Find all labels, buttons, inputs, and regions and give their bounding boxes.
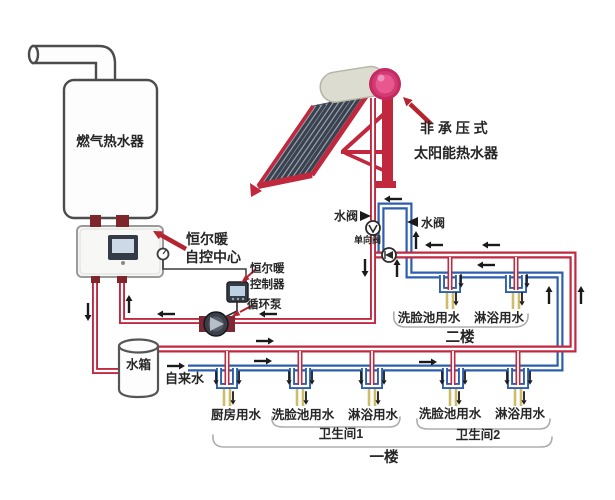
flow-arrow-up (576, 284, 586, 306)
flow-arrow-right (417, 357, 439, 367)
solar-water-heater (250, 65, 401, 197)
pump-label: 循环泵 (246, 297, 282, 311)
control-center-label-1: 恒尔暖 (186, 231, 229, 247)
solar-heater-label-1: 非 承 压 式 (420, 120, 488, 136)
collector-frame (256, 93, 370, 189)
labels: 燃气热水器 恒尔暖 自控中心 恒尔暖 控制器 循环泵 水箱 非 承 压 式 太阳… (76, 120, 545, 466)
flow-arrow-down (83, 301, 93, 323)
controller-label-1: 恒尔暖 (250, 261, 285, 275)
floor1-tap-label: 洗脸池用水 (419, 406, 482, 421)
chimney (31, 44, 117, 83)
flow-arrow-left (382, 194, 404, 204)
gas-heater-label: 燃气热水器 (76, 133, 144, 149)
right-water-valve-label: 水阀 (421, 215, 445, 230)
hot-water-pipes (92, 98, 577, 385)
flow-arrow-up (411, 229, 421, 251)
floor1-tap-label: 洗脸池用水 (272, 407, 335, 422)
bathroom2-brace (416, 418, 551, 430)
water-tank (117, 338, 160, 399)
floor1-label: 一楼 (370, 448, 399, 466)
floor1-brace (212, 434, 553, 448)
controller-pointer (241, 268, 257, 283)
flow-arrow-up (544, 284, 554, 306)
flow-arrow-left (257, 309, 279, 319)
tap-water-label: 自来水 (165, 371, 205, 386)
control-center-label-2: 自控中心 (185, 249, 241, 265)
flow-arrow-right (252, 356, 274, 366)
left-water-valve-icon (365, 220, 381, 236)
annotation-arrows (153, 97, 433, 317)
flow-arrow-left (475, 260, 497, 270)
bathroom1-label: 卫生间1 (319, 426, 364, 441)
bathroom2-label: 卫生间2 (456, 427, 501, 442)
solar-tank (319, 65, 401, 103)
left-water-valve-marker (360, 211, 371, 221)
flow-arrow-right (254, 336, 276, 346)
control-button (121, 261, 125, 265)
chimney-opening (27, 44, 40, 65)
check-valve-label: 单向阀 (354, 234, 381, 245)
circulation-pump (199, 311, 235, 337)
flow-arrow-up (392, 257, 402, 279)
flow-arrow-left (155, 309, 177, 319)
gas-water-heater (27, 44, 159, 220)
solar-stand (341, 95, 396, 188)
valves (360, 211, 418, 263)
bathroom1-brace (271, 416, 401, 428)
control-center-box (76, 215, 247, 283)
flow-arrow-right (165, 361, 187, 371)
tank-label: 水箱 (126, 357, 152, 372)
heater-to-tank-line (92, 280, 121, 374)
flow-arrow-left (480, 240, 502, 250)
controller-label-2: 控制器 (250, 277, 285, 291)
gas-heater-body (62, 78, 159, 220)
floor2-label: 二楼 (446, 328, 475, 346)
floor1-tap-label: 淋浴用水 (495, 406, 546, 421)
floor2-tap-label: 洗脸池用水 (398, 310, 461, 325)
floor1-tap-label: 淋浴用水 (348, 407, 399, 422)
left-water-valve-label: 水阀 (334, 208, 358, 223)
flow-arrow-left (423, 240, 445, 250)
group-braces (212, 311, 553, 448)
collector-foot (250, 183, 262, 197)
pump-pointer (231, 304, 254, 317)
flow-arrow-down (360, 257, 370, 279)
solar-heater-pointer (403, 97, 433, 126)
tap-outlets (222, 293, 523, 406)
solar-heater-label-2: 太阳能热水器 (414, 145, 499, 161)
control-center-pointer (153, 231, 188, 251)
floor2-tap-label: 淋浴用水 (474, 310, 525, 325)
right-water-valve-marker (407, 217, 418, 227)
flow-arrow-up (124, 293, 134, 315)
floor2-bubble (392, 311, 529, 328)
floor1-tap-label: 厨房用水 (211, 407, 262, 422)
